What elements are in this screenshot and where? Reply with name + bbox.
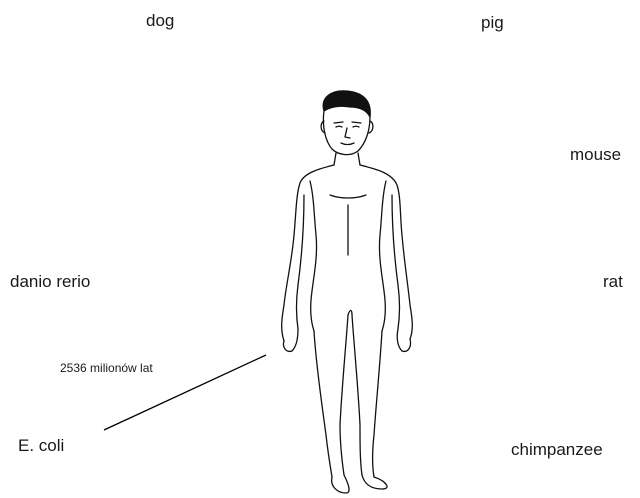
human-figure-icon xyxy=(270,85,430,497)
divergence-line xyxy=(104,355,266,430)
